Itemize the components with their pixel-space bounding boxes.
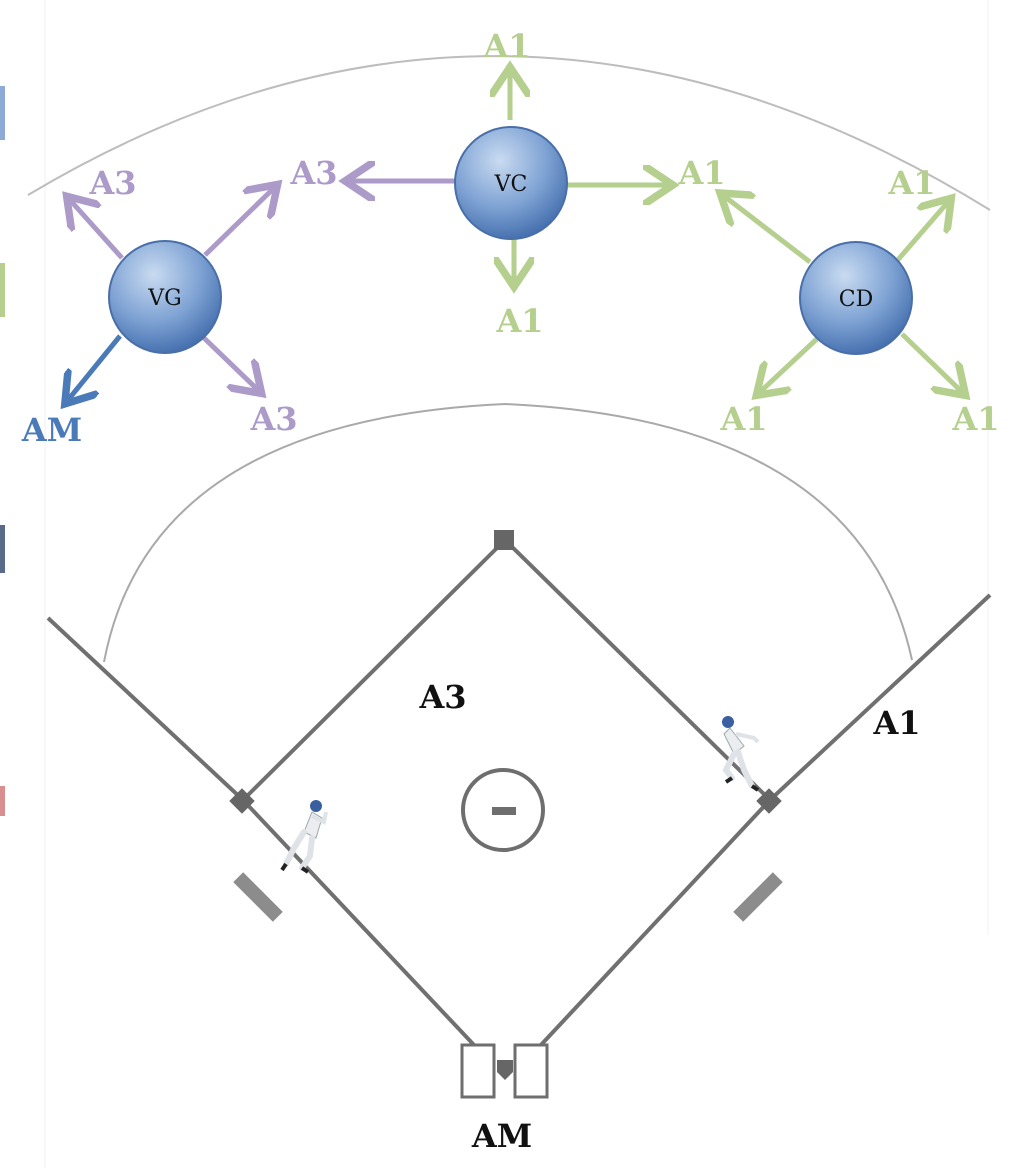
batters-box-right bbox=[513, 1043, 549, 1099]
third-base bbox=[229, 788, 255, 814]
baseline-third-home bbox=[241, 798, 492, 1064]
baserunner-icon bbox=[280, 800, 328, 874]
label-vg-upleft: A3 bbox=[88, 164, 136, 202]
side-tab-red bbox=[0, 786, 5, 816]
node-vg: VG bbox=[108, 240, 222, 354]
label-home-plate: AM bbox=[471, 1117, 532, 1155]
second-base bbox=[494, 530, 514, 550]
coach-box-right bbox=[733, 872, 783, 922]
arrow-vg-upleft bbox=[70, 200, 124, 260]
node-vg-label: VG bbox=[147, 286, 181, 311]
foul-line-left bbox=[46, 616, 245, 802]
node-vc: VC bbox=[454, 126, 568, 240]
arrow-cd-upright bbox=[894, 202, 948, 264]
pitchers-rubber bbox=[492, 807, 516, 815]
arrow-cd-downleft bbox=[760, 334, 822, 392]
label-vc-down: A1 bbox=[495, 302, 543, 340]
arrow-cd-upleft bbox=[724, 196, 812, 264]
side-tab-navy bbox=[0, 525, 5, 573]
label-vc-right: A1 bbox=[677, 154, 725, 192]
arrow-cd-downright bbox=[900, 332, 962, 392]
node-vc-label: VC bbox=[494, 172, 528, 197]
node-cd: CD bbox=[799, 241, 913, 355]
outfield-arc-outer bbox=[27, 55, 991, 211]
baseline-first-home bbox=[523, 798, 772, 1064]
label-first-base: A1 bbox=[872, 704, 920, 742]
side-tab-green bbox=[0, 263, 5, 317]
label-vg-downleft: AM bbox=[21, 411, 82, 449]
label-vc-up: A1 bbox=[482, 27, 530, 65]
coach-box-left bbox=[233, 872, 283, 922]
arrow-vg-downleft bbox=[68, 334, 122, 400]
home-plate bbox=[497, 1060, 513, 1080]
infield-arc bbox=[103, 402, 913, 663]
first-base bbox=[756, 788, 782, 814]
label-vg-downright: A3 bbox=[249, 400, 297, 438]
label-cd-downright: A1 bbox=[951, 400, 999, 438]
label-cd-downleft: A1 bbox=[719, 400, 767, 438]
arrow-vg-downright bbox=[202, 336, 258, 390]
arrow-vg-upright bbox=[203, 188, 274, 257]
label-third-base: A3 bbox=[418, 678, 466, 716]
label-vc-left: A3 bbox=[289, 154, 337, 192]
node-cd-label: CD bbox=[839, 287, 873, 312]
foul-line-right bbox=[768, 593, 992, 802]
batters-box-left bbox=[460, 1043, 496, 1099]
baserunner-icon bbox=[722, 716, 760, 792]
diamond-upper bbox=[241, 537, 772, 802]
pitchers-mound bbox=[461, 768, 545, 852]
side-tab-blue bbox=[0, 86, 5, 140]
label-cd-upright: A1 bbox=[887, 164, 935, 202]
